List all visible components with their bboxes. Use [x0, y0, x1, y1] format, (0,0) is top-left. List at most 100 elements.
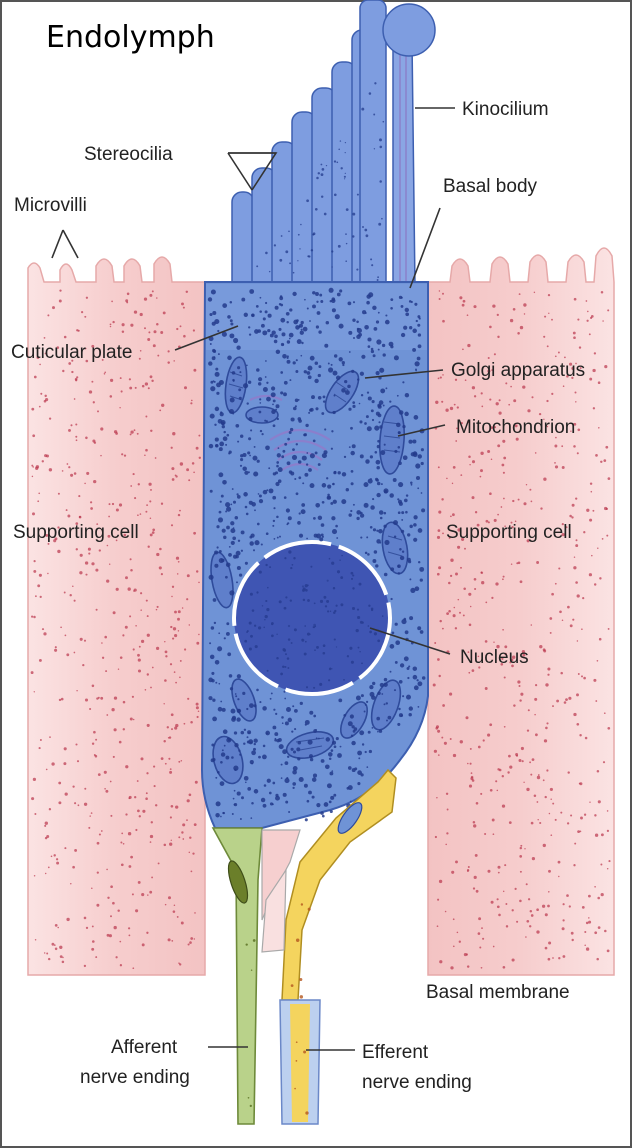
granule: [548, 941, 551, 944]
granule: [43, 632, 46, 635]
granule: [296, 1041, 298, 1043]
granule: [297, 260, 298, 261]
granule: [247, 730, 251, 734]
granule: [497, 768, 499, 770]
granule: [542, 905, 545, 908]
granule: [53, 854, 55, 856]
granule: [65, 792, 68, 795]
granule: [418, 344, 422, 348]
granule: [417, 681, 422, 686]
granule: [536, 908, 539, 911]
granule: [142, 943, 145, 946]
granule: [504, 726, 506, 728]
granule: [288, 718, 292, 722]
granule: [75, 743, 77, 745]
granule: [350, 510, 352, 512]
granule: [374, 550, 377, 553]
granule: [293, 361, 296, 364]
granule: [51, 855, 53, 857]
granule: [310, 483, 315, 488]
granule: [405, 393, 409, 397]
granule: [282, 354, 287, 359]
granule: [390, 598, 392, 600]
granule: [552, 957, 554, 959]
granule: [361, 662, 363, 664]
granule: [593, 407, 595, 409]
granule: [76, 548, 78, 550]
granule: [125, 813, 127, 815]
granule: [151, 821, 153, 823]
granule: [187, 574, 190, 577]
granule: [170, 663, 172, 665]
granule: [603, 761, 605, 763]
granule: [110, 915, 112, 917]
granule: [46, 769, 48, 771]
granule: [584, 814, 586, 816]
granule: [115, 956, 117, 958]
granule: [260, 430, 262, 432]
granule: [579, 734, 581, 736]
granule: [47, 314, 49, 316]
granule: [269, 271, 270, 272]
granule: [472, 496, 475, 499]
granule: [567, 822, 569, 824]
granule: [342, 472, 346, 476]
granule: [271, 635, 274, 638]
granule: [129, 378, 131, 380]
granule: [538, 774, 540, 776]
granule: [171, 940, 173, 942]
granule: [339, 324, 344, 329]
label-basal-body: Basal body: [443, 176, 538, 197]
granule: [179, 510, 181, 512]
granule: [59, 699, 61, 701]
granule: [95, 739, 97, 741]
granule: [446, 612, 449, 615]
granule: [67, 515, 70, 518]
granule: [539, 645, 542, 648]
granule: [70, 424, 72, 426]
granule: [280, 304, 283, 307]
granule: [558, 352, 560, 354]
granule: [230, 319, 233, 322]
granule: [379, 146, 382, 149]
granule: [315, 503, 320, 508]
granule: [568, 771, 570, 773]
granule: [284, 381, 288, 385]
granule: [491, 458, 493, 460]
granule: [445, 409, 448, 412]
granule: [421, 448, 424, 451]
granule: [526, 920, 529, 923]
granule: [389, 342, 394, 347]
granule: [494, 353, 496, 355]
granule: [187, 799, 190, 802]
granule: [275, 796, 280, 801]
granule: [320, 300, 323, 303]
granule: [371, 695, 375, 699]
granule: [340, 746, 342, 748]
granule: [285, 653, 287, 655]
granule: [316, 301, 318, 303]
granule: [85, 574, 87, 576]
granule: [140, 757, 143, 760]
granule: [130, 433, 132, 435]
granule: [300, 995, 303, 998]
granule: [513, 399, 516, 402]
granule: [531, 501, 533, 503]
granule: [89, 390, 92, 393]
granule: [345, 233, 347, 235]
granule: [322, 483, 327, 488]
granule: [227, 315, 231, 319]
granule: [273, 520, 275, 522]
granule: [341, 555, 342, 556]
granule: [572, 619, 574, 621]
granule: [277, 418, 279, 420]
granule: [463, 300, 466, 303]
granule: [283, 648, 286, 651]
granule: [246, 631, 248, 633]
granule: [208, 297, 212, 301]
granule: [133, 719, 135, 721]
granule: [158, 862, 160, 864]
granule: [401, 519, 403, 521]
granule: [505, 382, 507, 384]
granule: [235, 424, 239, 428]
